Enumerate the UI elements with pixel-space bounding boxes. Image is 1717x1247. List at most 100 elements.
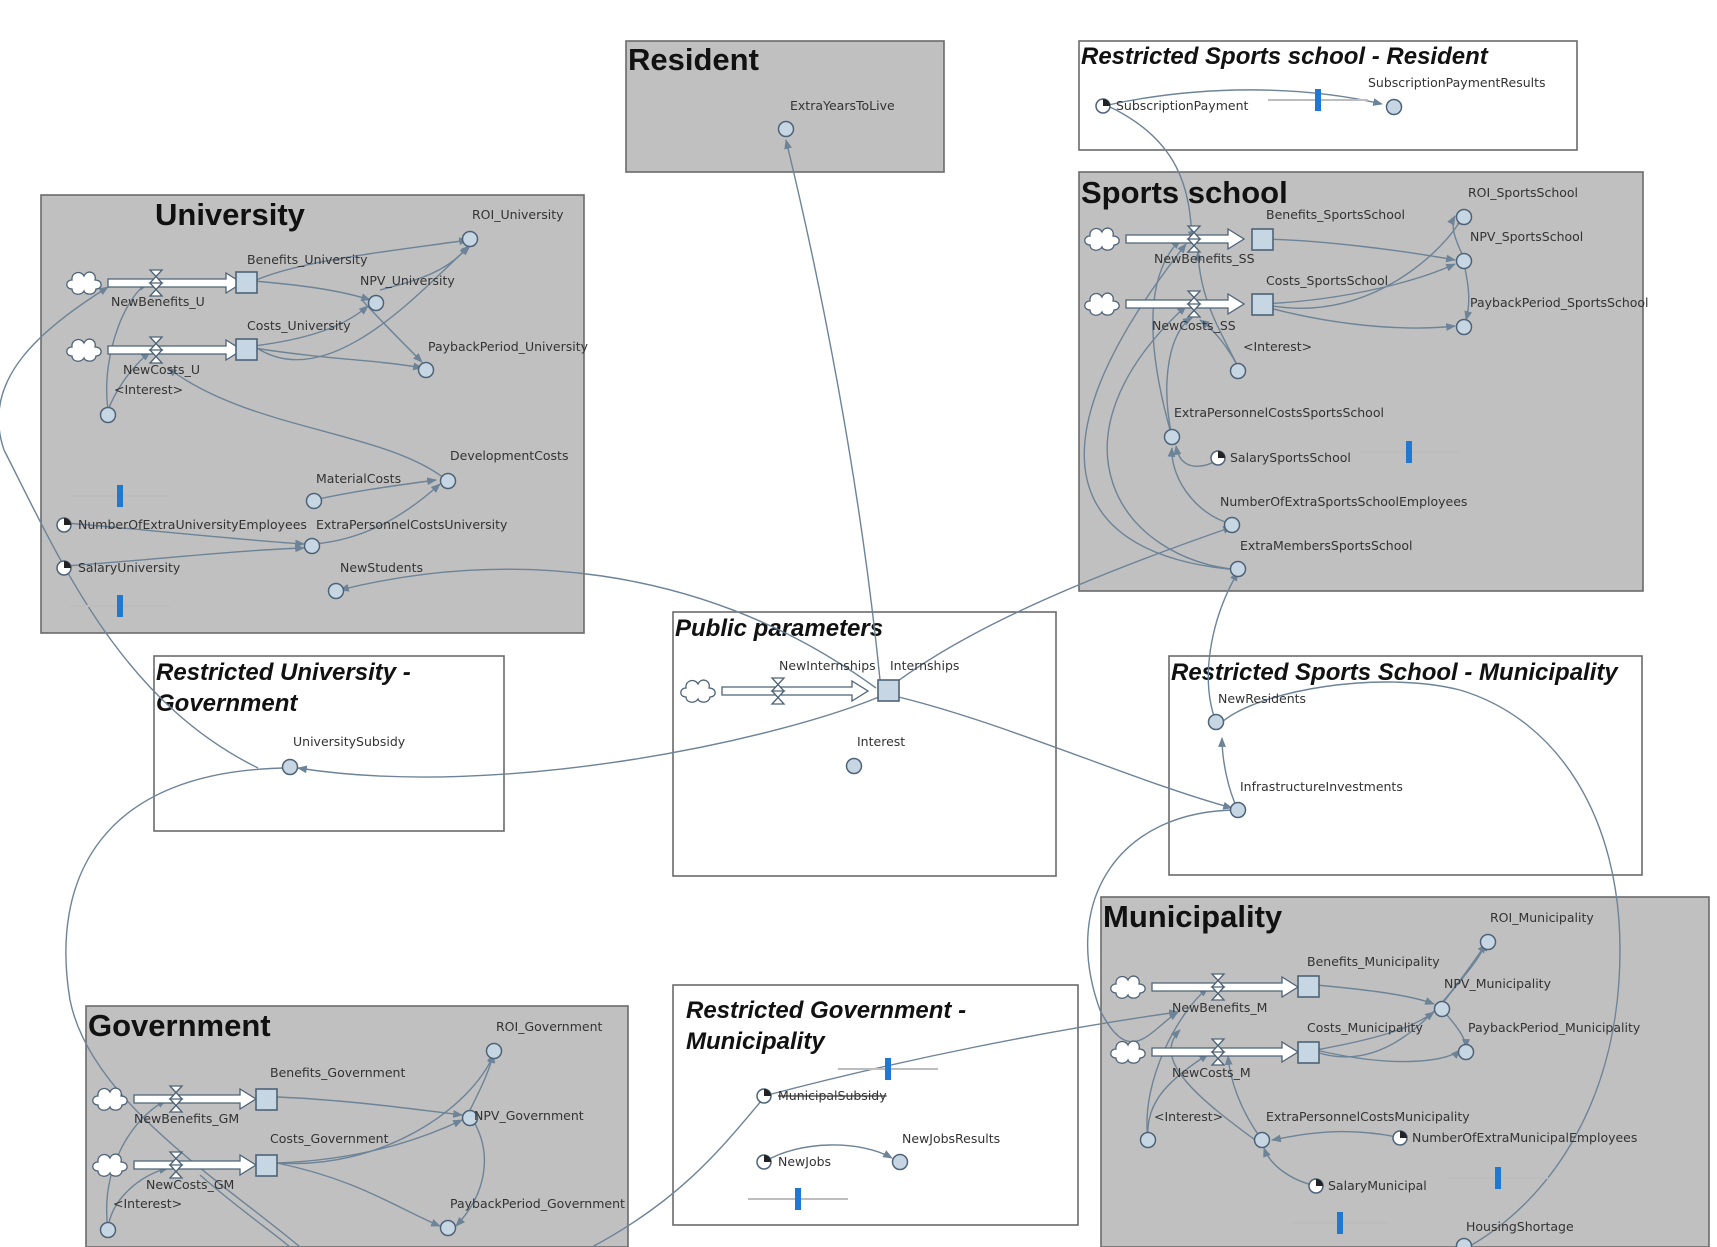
label-npv-municipality: NPV_Municipality [1444, 976, 1552, 991]
aux-npv-university[interactable] [367, 294, 385, 312]
stock-benefits-sportsschool[interactable] [1251, 228, 1274, 251]
aux-extra-personnel-ss[interactable] [1163, 428, 1181, 446]
flow-new-costs-ss [1084, 290, 1246, 318]
label-roi-government: ROI_Government [496, 1019, 603, 1034]
input-new-jobs[interactable] [756, 1154, 772, 1170]
label-num-extra-muni-employees: NumberOfExtraMunicipalEmployees [1412, 1130, 1637, 1145]
slider-thumb[interactable] [885, 1058, 891, 1080]
aux-payback-sportsschool[interactable] [1455, 318, 1473, 336]
label-salary-municipal: SalaryMunicipal [1328, 1178, 1427, 1193]
label-interest-m: <Interest> [1154, 1109, 1223, 1124]
aux-interest[interactable] [845, 757, 863, 775]
flow-new-costs-u [66, 336, 244, 364]
slider-salary-ss[interactable] [1359, 441, 1459, 463]
slider-thumb[interactable] [1495, 1167, 1501, 1189]
aux-housing-shortage[interactable] [1455, 1237, 1473, 1247]
aux-num-extra-ss-employees[interactable] [1223, 516, 1241, 534]
label-npv-university: NPV_University [360, 273, 455, 288]
input-num-extra-muni-employees[interactable] [1392, 1130, 1408, 1146]
aux-interest-ss[interactable] [1229, 362, 1247, 380]
flow-new-benefits-ss [1084, 225, 1246, 253]
label-extra-members-ss: ExtraMembersSportsSchool [1240, 538, 1413, 553]
slider-thumb[interactable] [1337, 1212, 1343, 1234]
aux-npv-sportsschool[interactable] [1455, 252, 1473, 270]
label-salary-ss: SalarySportsSchool [1230, 450, 1351, 465]
slider-num-extra-univ-employees[interactable] [70, 485, 170, 507]
label-salary-university: SalaryUniversity [78, 560, 181, 575]
aux-interest-gm[interactable] [99, 1221, 117, 1239]
aux-npv-government[interactable] [461, 1109, 479, 1127]
slider-salary-university[interactable] [70, 595, 170, 617]
aux-roi-municipality[interactable] [1479, 933, 1497, 951]
aux-university-subsidy[interactable] [281, 758, 299, 776]
input-num-extra-univ-employees[interactable] [56, 517, 72, 533]
input-salary-ss[interactable] [1210, 450, 1226, 466]
aux-new-jobs-results[interactable] [891, 1153, 909, 1171]
stock-costs-university[interactable] [235, 338, 258, 361]
sector-restricted-gov-muni: Restricted Government - Municipality [672, 984, 1079, 1226]
aux-infrastructure-investments[interactable] [1229, 801, 1247, 819]
slider-thumb[interactable] [117, 595, 123, 617]
aux-roi-sportsschool[interactable] [1455, 208, 1473, 226]
aux-new-residents[interactable] [1207, 713, 1225, 731]
flow-new-costs-m [1110, 1038, 1300, 1066]
aux-payback-government[interactable] [439, 1219, 457, 1237]
slider-num-extra-muni-employees[interactable] [1448, 1167, 1548, 1189]
slider-thumb[interactable] [117, 485, 123, 507]
aux-interest-u[interactable] [99, 406, 117, 424]
stock-internships[interactable] [877, 679, 900, 702]
label-npv-government: NPV_Government [474, 1108, 584, 1123]
stock-costs-sportsschool[interactable] [1251, 293, 1274, 316]
input-salary-municipal[interactable] [1308, 1178, 1324, 1194]
label-municipal-subsidy: MunicipalSubsidy [778, 1088, 887, 1103]
input-subscription-payment[interactable] [1095, 98, 1111, 114]
stock-costs-municipality[interactable] [1297, 1041, 1320, 1064]
label-university-subsidy: UniversitySubsidy [293, 734, 406, 749]
stock-benefits-university[interactable] [235, 271, 258, 294]
label-costs-municipality: Costs_Municipality [1307, 1020, 1423, 1035]
aux-subscription-payment-results[interactable] [1385, 98, 1403, 116]
stock-costs-government[interactable] [255, 1154, 278, 1177]
input-salary-university[interactable] [56, 560, 72, 576]
label-new-students: NewStudents [340, 560, 423, 575]
slider-thumb[interactable] [1406, 441, 1412, 463]
aux-extra-members-ss[interactable] [1229, 560, 1247, 578]
aux-extra-personnel-muni[interactable] [1253, 1131, 1271, 1149]
slider-subscription-payment[interactable] [1268, 89, 1368, 111]
aux-new-students[interactable] [327, 582, 345, 600]
label-new-costs-u: NewCosts_U [123, 362, 200, 377]
aux-extra-years-to-live[interactable] [777, 120, 795, 138]
sector-municipality: Municipality [1100, 896, 1710, 1247]
aux-interest-m[interactable] [1139, 1131, 1157, 1149]
sector-title: Resident [628, 42, 759, 77]
sector-title: Sports school [1081, 175, 1288, 210]
aux-payback-university[interactable] [417, 361, 435, 379]
label-interest-gm: <Interest> [113, 1196, 182, 1211]
label-interest-ss: <Interest> [1243, 339, 1312, 354]
slider-new-jobs[interactable] [748, 1188, 848, 1210]
input-municipal-subsidy[interactable] [756, 1088, 772, 1104]
slider-thumb[interactable] [795, 1188, 801, 1210]
aux-payback-municipality[interactable] [1457, 1043, 1475, 1061]
aux-material-costs[interactable] [305, 492, 323, 510]
slider-municipal-subsidy[interactable] [838, 1058, 938, 1080]
slider-salary-municipal[interactable] [1290, 1212, 1390, 1234]
stock-benefits-municipality[interactable] [1297, 975, 1320, 998]
aux-roi-university[interactable] [461, 230, 479, 248]
label-extra-personnel-univ: ExtraPersonnelCostsUniversity [316, 517, 508, 532]
aux-development-costs[interactable] [439, 472, 457, 490]
flow-new-costs-gm [92, 1151, 258, 1179]
aux-extra-personnel-univ[interactable] [303, 537, 321, 555]
label-new-benefits-m: NewBenefits_M [1172, 1000, 1267, 1015]
slider-thumb[interactable] [1315, 89, 1321, 111]
aux-roi-government[interactable] [485, 1042, 503, 1060]
aux-npv-municipality[interactable] [1433, 1000, 1451, 1018]
label-development-costs: DevelopmentCosts [450, 448, 568, 463]
stock-benefits-government[interactable] [255, 1088, 278, 1111]
flow-new-internships [680, 677, 870, 705]
label-npv-sportsschool: NPV_SportsSchool [1470, 229, 1583, 244]
label-benefits-government: Benefits_Government [270, 1065, 405, 1080]
label-benefits-sportsschool: Benefits_SportsSchool [1266, 207, 1405, 222]
label-costs-government: Costs_Government [270, 1131, 389, 1146]
